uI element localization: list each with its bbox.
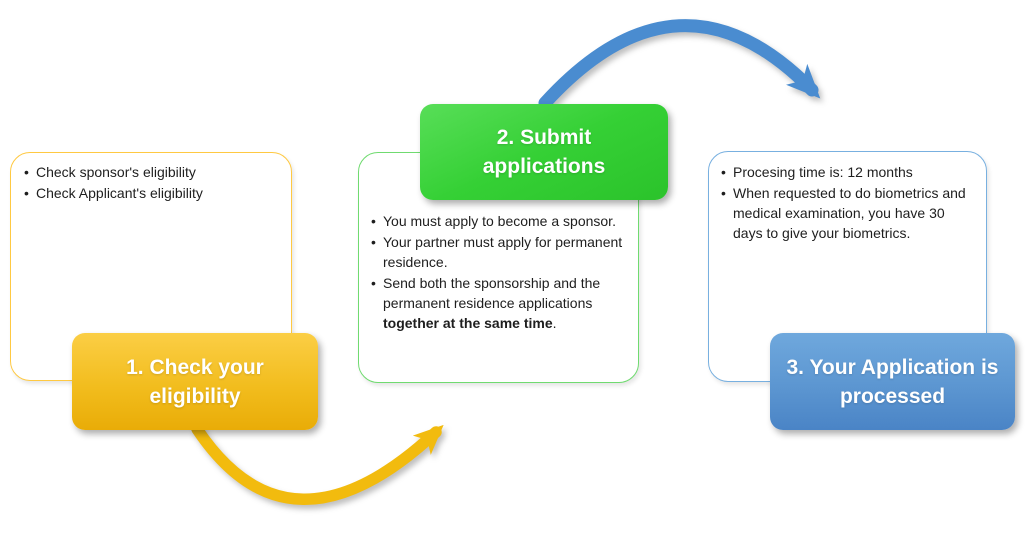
bullet-text: . (552, 315, 557, 331)
step2-bullet-list: You must apply to become a sponsor. Your… (371, 211, 636, 333)
step2-title-box: 2. Submit applications (420, 104, 668, 200)
arrow-step2-to-step3 (538, 19, 821, 110)
bullet-text: Send both the sponsorship and the perman… (383, 275, 601, 311)
bullet-item: Procesing time is: 12 months (721, 162, 974, 182)
step3-bullet-list: Procesing time is: 12 months When reques… (721, 162, 974, 243)
step3-title-box: 3. Your Application is processed (770, 333, 1015, 430)
arrow-step1-to-step2 (191, 423, 444, 505)
bullet-item: Your partner must apply for permanent re… (371, 232, 636, 272)
bullet-item: Check sponsor's eligibility (24, 162, 286, 182)
step1-title-box: 1. Check your eligibility (72, 333, 318, 430)
step1-bullet-list: Check sponsor's eligibility Check Applic… (24, 162, 286, 203)
step2-title: 2. Submit applications (482, 126, 606, 178)
step3-title: 3. Your Application is processed (786, 355, 999, 408)
bullet-text-bold: together at the same time (383, 315, 553, 331)
step2-detail-box: You must apply to become a sponsor. Your… (358, 152, 639, 383)
step1-title: 1. Check your eligibility (126, 355, 264, 408)
bullet-item: Check Applicant's eligibility (24, 183, 286, 203)
bullet-item: You must apply to become a sponsor. (371, 211, 636, 231)
bullet-item: When requested to do biometrics and medi… (721, 183, 974, 243)
bullet-item: Send both the sponsorship and the perman… (371, 273, 636, 333)
